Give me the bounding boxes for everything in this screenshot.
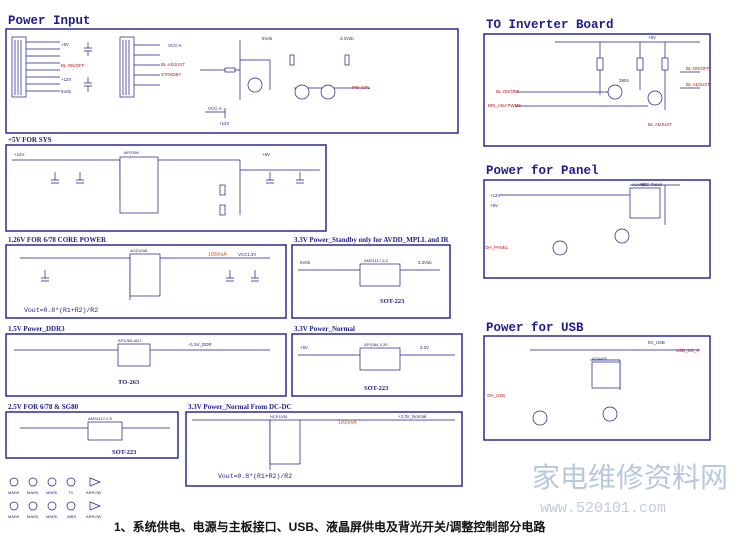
ic-ncp1034: NCP1034 — [270, 414, 288, 419]
pkg-sot-2: SOT-223 — [364, 385, 389, 392]
sig-5v-panel: +5V — [490, 203, 498, 208]
normal33-title: 3.3V Power_Normal — [294, 325, 355, 333]
panel-block: Power for Panel AO4459 VCC-Panel +12V +5… — [483, 164, 711, 279]
core126-block: 1.26V FOR 6/78 CORE POWER AOZ1048 1000mA… — [5, 236, 287, 319]
sig-oh-panel: OH_PANEL — [485, 245, 509, 250]
core-current: 1000mA — [208, 252, 227, 258]
panel-title: Power for Panel — [486, 164, 599, 178]
sig-vcc13: VCC1.3V — [238, 252, 256, 257]
sig-oh-bl: BL-ON/OFF — [496, 89, 520, 94]
sig-5vsb-standby: 5Vsb — [300, 260, 311, 265]
mark-label-4: TX — [68, 490, 73, 495]
standby33-title: 3.3V Power_Standby only for AVDD_MPLL an… — [294, 236, 450, 244]
normal33-block: 3.3V Power_Normal AP1084-3.3V +5V 3.3V S… — [291, 325, 463, 397]
ic-ams25: AMS1117-2.5 — [88, 416, 113, 421]
sig-pwr-ctl: PW_CTL — [352, 85, 370, 90]
core-vout-formula: Vout=0.8*(R1+R2)/R2 — [24, 307, 98, 314]
watermark-text: 家电维修资料网 — [532, 462, 728, 493]
mark-label-6: MARK — [8, 514, 20, 519]
mark-label-3: MARK — [46, 490, 58, 495]
sig-bl-adjust-3: BL-ADJUST — [648, 122, 672, 127]
sig-33-normal: 3.3V — [420, 345, 429, 350]
sig-5v-inv: +5V — [648, 35, 656, 40]
mark-label-9: WBS — [67, 514, 76, 519]
sig-bl-onoff-1: BL-ON/OFF — [61, 63, 85, 68]
v25-block: 2.5V FOR 6/78 & SG80 AMS1117-2.5 SOT-223 — [5, 403, 179, 459]
sig-vcca-2: VCC-A — [208, 106, 222, 111]
sig-oh-usb: OH_USB — [487, 393, 505, 398]
sig-33-dcdc: +3.3V_Normal — [398, 414, 426, 419]
sig-12v-2: +12V — [219, 121, 229, 126]
sig-12v-sys: +12V — [14, 152, 24, 157]
watermark: 家电维修资料网 www.520101.com — [532, 462, 728, 517]
sig-5vsb-1: 5Vsb — [61, 89, 72, 94]
sig-usb-oc: USB_OC_0 — [676, 348, 699, 353]
inverter-title: TO Inverter Board — [486, 18, 614, 32]
inverter-block: TO Inverter Board +5V BL-ON/OFF BRI_ADJ-… — [483, 18, 711, 147]
sig-bl-adjust-1: BL-ADJUST — [161, 62, 185, 67]
ic-ams-standby: AMS1117-3.3 — [364, 258, 389, 263]
pkg-to263: TO-263 — [118, 379, 140, 386]
sig-vcca: VCC-A — [168, 43, 182, 48]
watermark-url: www.520101.com — [540, 500, 666, 517]
ic-ap1084-33: AP1084-3.3V — [364, 342, 388, 347]
sig-standby-1: STANDBY — [161, 72, 181, 77]
mark-label-7: MARK — [27, 514, 39, 519]
sig-5v-normal: +5V — [300, 345, 308, 350]
pkg-sot-1: SOT-223 — [380, 298, 405, 305]
ddr15-title: 1.5V Power_DDR3 — [8, 325, 65, 333]
sig-vcc-panel: VCC-Panel — [640, 182, 662, 187]
power-input-title: Power Input — [8, 14, 91, 28]
sig-33vsb-1: 3.3Vsb — [340, 36, 354, 41]
usb-title: Power for USB — [486, 321, 584, 335]
sig-5v-sys: +5V — [262, 152, 270, 157]
sig-bl-adjust-2: BL-ADJUST — [686, 82, 710, 87]
sig-5v-usb: 5V_USB — [648, 340, 665, 345]
caption: 1、系统供电、电源与主板接口、USB、液晶屏供电及背光开关/调整控制部分电路 — [114, 519, 546, 534]
dcdc-vout-formula: Vout=0.8*(R1+R2)/R2 — [218, 473, 292, 480]
pkg-sot-3: SOT-223 — [112, 449, 137, 456]
ic-ap1084: AP1084-ADJ — [118, 338, 141, 343]
mark-label-1: MARK — [8, 490, 20, 495]
sig-15v-ddr: +1.5V_DDR — [188, 342, 212, 347]
ddr15-block: 1.5V Power_DDR3 AP1084-ADJ +1.5V_DDR TO-… — [5, 325, 287, 397]
sig-5v-1: +5V — [61, 42, 69, 47]
part-q-inv: 3904 — [619, 78, 629, 83]
dcdc33-block: 3.3V Power_Normal From DC-DC NCP1034 100… — [185, 403, 463, 487]
ic-ao4459-usb: AO4459 — [592, 356, 607, 361]
v25-title: 2.5V FOR 6/78 & SG80 — [8, 403, 79, 411]
sys5v-block: +5V FOR SYS MP2359 +12V +5V — [5, 136, 327, 232]
standby33-block: 3.3V Power_Standby only for AVDD_MPLL an… — [291, 236, 451, 319]
sys5v-title: +5V FOR SYS — [8, 136, 52, 144]
mark-label-10: ARROW — [86, 514, 102, 519]
sig-12v-panel: +12V — [490, 193, 500, 198]
mark-label-8: MARK — [46, 514, 58, 519]
core126-title: 1.26V FOR 6/78 CORE POWER — [8, 236, 107, 244]
dcdc33-title: 3.3V Power_Normal From DC-DC — [188, 403, 292, 411]
ic-aoz1048: AOZ1048 — [130, 248, 148, 253]
mark-symbols: MARK MARK MARK TX ARROW MARK MARK MARK W… — [8, 477, 102, 519]
sig-12v-1: +12V — [61, 77, 71, 82]
power-input-block: Power Input +5V BL-ON/OFF +12V 5Vsb VCC-… — [5, 14, 459, 134]
ic-mp2359: MP2359 — [124, 150, 140, 155]
mark-label-5: ARROW — [86, 490, 102, 495]
sig-bri-adj: BRI_ADJ-PWM0 — [488, 103, 521, 108]
mark-label-2: MARK — [27, 490, 39, 495]
ic-ao4459: AO4459 — [632, 182, 647, 187]
dcdc-current: 1000mA — [338, 420, 357, 426]
sig-33vsb-2: 3.3Vsb — [418, 260, 432, 265]
sig-bl-onoff-2: BL-ON/OFF — [686, 66, 710, 71]
usb-block: Power for USB AO4459 5V_USB USB_OC_0 OH_… — [483, 321, 711, 441]
sig-5vsb-2: 5Vsb — [262, 36, 273, 41]
